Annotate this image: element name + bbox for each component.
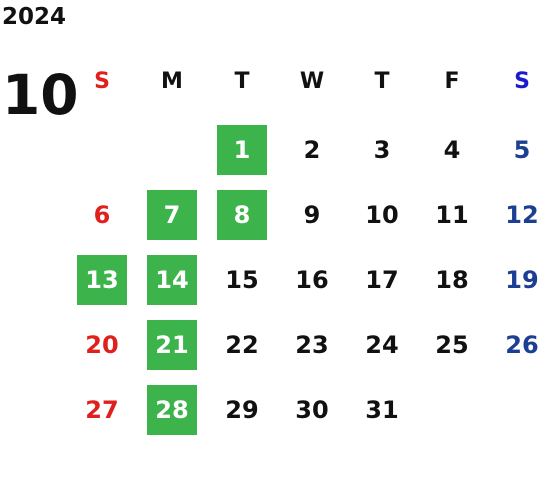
calendar-day-3[interactable]: 3 (373, 136, 391, 164)
calendar-day-14[interactable]: 14 (147, 255, 197, 305)
calendar-day-17[interactable]: 17 (365, 266, 399, 294)
calendar-day-29[interactable]: 29 (225, 396, 259, 424)
calendar-day-22[interactable]: 22 (225, 331, 259, 359)
weekday-thu: T (374, 69, 390, 94)
calendar-day-27[interactable]: 27 (85, 396, 119, 424)
calendar-day-30[interactable]: 30 (295, 396, 329, 424)
calendar-day-5[interactable]: 5 (513, 136, 531, 164)
calendar-day-4[interactable]: 4 (443, 136, 461, 164)
calendar-day-12[interactable]: 12 (505, 201, 539, 229)
calendar-day-21[interactable]: 21 (147, 320, 197, 370)
weekday-sat: S (514, 69, 530, 94)
calendar-day-10[interactable]: 10 (365, 201, 399, 229)
calendar-day-18[interactable]: 18 (435, 266, 469, 294)
calendar-year: 2024 (2, 4, 67, 30)
calendar-day-2[interactable]: 2 (303, 136, 321, 164)
weekday-fri: F (444, 69, 460, 94)
calendar-day-1[interactable]: 1 (217, 125, 267, 175)
weekday-wed: W (299, 69, 325, 94)
calendar-day-11[interactable]: 11 (435, 201, 469, 229)
calendar-day-26[interactable]: 26 (505, 331, 539, 359)
weekday-sun: S (94, 69, 110, 94)
calendar-day-20[interactable]: 20 (85, 331, 119, 359)
calendar-day-31[interactable]: 31 (365, 396, 399, 424)
calendar-month: 10 (2, 63, 79, 127)
calendar-day-13[interactable]: 13 (77, 255, 127, 305)
weekday-tue: T (234, 69, 250, 94)
calendar-day-23[interactable]: 23 (295, 331, 329, 359)
calendar-day-19[interactable]: 19 (505, 266, 539, 294)
calendar-day-7[interactable]: 7 (147, 190, 197, 240)
calendar-day-16[interactable]: 16 (295, 266, 329, 294)
calendar-day-15[interactable]: 15 (225, 266, 259, 294)
calendar-day-8[interactable]: 8 (217, 190, 267, 240)
calendar-day-25[interactable]: 25 (435, 331, 469, 359)
calendar-day-6[interactable]: 6 (93, 201, 111, 229)
calendar-day-28[interactable]: 28 (147, 385, 197, 435)
calendar-day-9[interactable]: 9 (303, 201, 321, 229)
weekday-mon: M (161, 69, 183, 94)
calendar-day-24[interactable]: 24 (365, 331, 399, 359)
